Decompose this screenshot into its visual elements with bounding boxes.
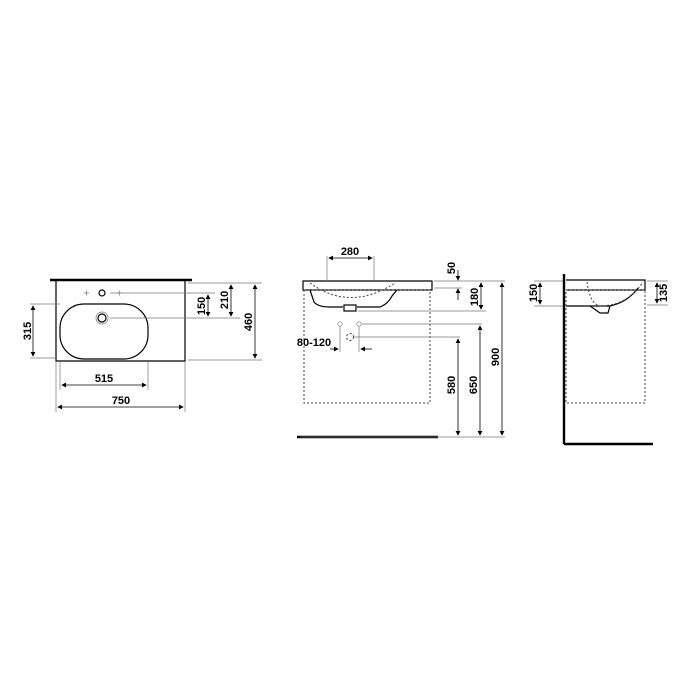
dim-210: 210 bbox=[219, 291, 231, 309]
drain bbox=[97, 313, 107, 323]
front-slab bbox=[302, 280, 433, 291]
dim-150: 150 bbox=[196, 297, 208, 315]
front-view: 280 50 180 900 650 580 80-120 bbox=[297, 246, 505, 439]
basin-outline bbox=[55, 281, 186, 362]
dim-650: 650 bbox=[468, 376, 480, 394]
dim-315: 315 bbox=[22, 322, 34, 340]
dim-460: 460 bbox=[243, 313, 255, 331]
dim-50: 50 bbox=[446, 262, 458, 274]
side-cabinet bbox=[565, 289, 646, 404]
dim-180: 180 bbox=[469, 288, 481, 306]
tap-hole bbox=[98, 289, 106, 297]
dim-80-120: 80-120 bbox=[297, 337, 331, 349]
side-view: 150 135 bbox=[528, 274, 670, 446]
top-view: 150 210 460 315 515 750 bbox=[22, 278, 262, 412]
optional-tap-holes bbox=[84, 290, 122, 296]
waste-outlet bbox=[346, 333, 354, 341]
side-waste bbox=[589, 305, 611, 314]
front-cabinet bbox=[303, 289, 431, 404]
dim-900: 900 bbox=[490, 348, 502, 366]
bowl-outline bbox=[59, 303, 149, 360]
dim-750: 750 bbox=[112, 395, 130, 407]
front-waste bbox=[343, 304, 357, 312]
dim-150-side: 150 bbox=[528, 284, 540, 302]
front-bowl bbox=[309, 289, 398, 308]
dim-580: 580 bbox=[446, 376, 458, 394]
supply-hole-left bbox=[337, 321, 343, 327]
dim-280: 280 bbox=[341, 246, 359, 258]
dim-135: 135 bbox=[658, 284, 670, 302]
supply-hole-right bbox=[356, 321, 362, 327]
dim-515: 515 bbox=[95, 373, 113, 385]
